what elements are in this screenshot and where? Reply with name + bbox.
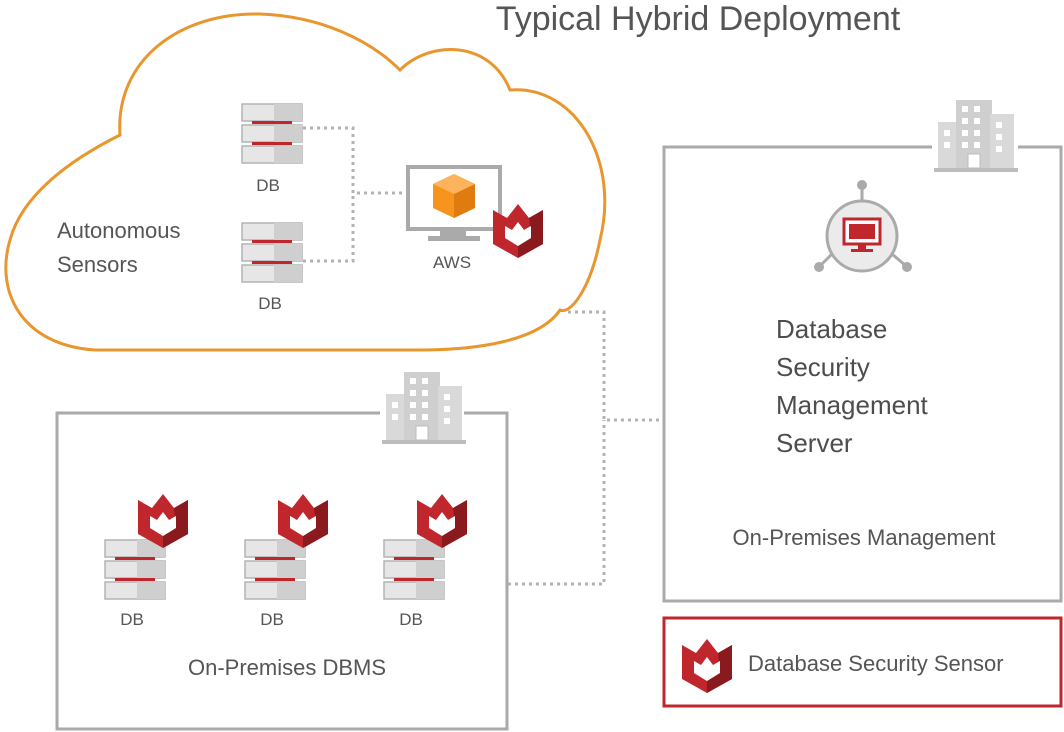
legend-label: Database Security Sensor [748, 651, 1004, 676]
onprem-management-label: On-Premises Management [733, 525, 996, 550]
autonomous-label-line1: Autonomous [57, 218, 181, 243]
dbms-to-management-link [508, 420, 606, 586]
server-label-line1: Database [776, 314, 887, 344]
server-label-line4: Server [776, 428, 853, 458]
diagram-title: Typical Hybrid Deployment [496, 0, 901, 38]
management-server-icon [814, 180, 912, 273]
aws-label: AWS [433, 253, 471, 272]
autonomous-label-line2: Sensors [57, 252, 138, 277]
aws-monitor-icon [406, 165, 502, 241]
dbms-db-1-icon [103, 538, 167, 601]
cloud-db-bottom-icon [240, 221, 304, 284]
cloud-db-link-top [303, 126, 408, 195]
server-label-line3: Management [776, 390, 929, 420]
onprem-dbms-label: On-Premises DBMS [188, 655, 386, 680]
dbms-db-3-label: DB [399, 610, 423, 629]
server-label-line2: Security [776, 352, 870, 382]
cloud-to-management-link [568, 310, 664, 422]
dbms-db-2-icon [243, 538, 307, 601]
dbms-db-3-icon [382, 538, 446, 601]
cloud-db-link-bottom [303, 193, 355, 263]
cloud-boundary [4, 12, 607, 352]
cloud-db-top-label: DB [256, 176, 280, 195]
dbms-db-2-label: DB [260, 610, 284, 629]
onprem-management-box [662, 145, 1063, 603]
dbms-db-1-label: DB [120, 610, 144, 629]
onprem-dbms-box [55, 411, 509, 731]
cloud-db-bottom-label: DB [258, 294, 282, 313]
cloud-db-top-icon [240, 102, 304, 165]
